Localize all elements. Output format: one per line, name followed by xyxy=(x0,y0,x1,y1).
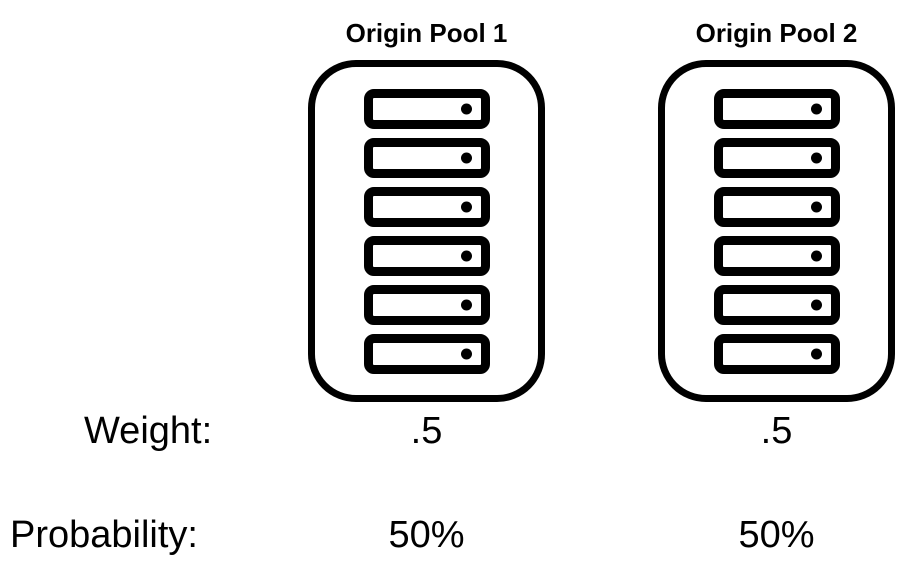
server-icon xyxy=(363,284,490,325)
pool-1-box xyxy=(308,60,545,402)
server-icon xyxy=(713,284,840,325)
pool-2-probability-value: 50% xyxy=(738,514,815,556)
server-led-dot-icon xyxy=(460,152,472,163)
pool-1-title: Origin Pool 1 xyxy=(345,18,508,48)
pool-2-box xyxy=(658,60,895,402)
server-led-dot-icon xyxy=(810,103,822,114)
server-icon xyxy=(363,235,490,276)
server-led-dot-icon xyxy=(810,299,822,310)
server-led-dot-icon xyxy=(460,250,472,261)
server-led-dot-icon xyxy=(460,201,472,212)
server-icon xyxy=(713,235,840,276)
pool-2-title: Origin Pool 2 xyxy=(695,18,858,48)
server-icon xyxy=(713,137,840,178)
server-icon xyxy=(713,186,840,227)
server-led-dot-icon xyxy=(460,103,472,114)
server-icon xyxy=(363,88,490,129)
pool-2-weight-value: .5 xyxy=(760,410,793,452)
server-led-dot-icon xyxy=(460,299,472,310)
server-icon xyxy=(363,186,490,227)
server-icon xyxy=(363,137,490,178)
server-icon xyxy=(713,333,840,374)
pool-1-probability-value: 50% xyxy=(388,514,465,556)
server-led-dot-icon xyxy=(810,250,822,261)
weight-row-label: Weight: xyxy=(84,410,213,452)
server-led-dot-icon xyxy=(460,348,472,359)
server-led-dot-icon xyxy=(810,348,822,359)
probability-row-label: Probability: xyxy=(10,514,198,556)
server-icon xyxy=(363,333,490,374)
server-led-dot-icon xyxy=(810,152,822,163)
server-icon xyxy=(713,88,840,129)
pool-1-weight-value: .5 xyxy=(410,410,443,452)
server-led-dot-icon xyxy=(810,201,822,212)
